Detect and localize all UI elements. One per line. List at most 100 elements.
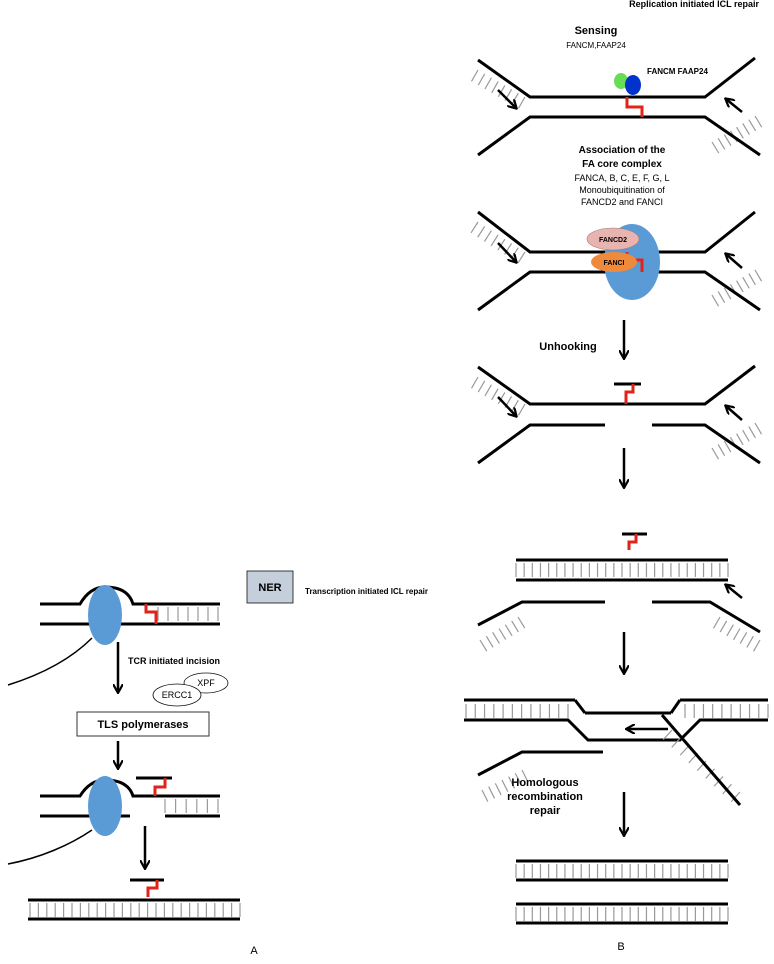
base-pair-rung (705, 768, 715, 779)
association-line3: FANCA, B, C, E, F, G, L (574, 173, 669, 183)
base-pair-rung (504, 624, 513, 637)
fork-sensing: Sensing FANCM,FAAP24 FANCM FAAP24 (471, 25, 763, 157)
fancd2-label: FANCD2 (599, 237, 627, 244)
ner-box-rect (246, 570, 294, 604)
tcr-label: TCR initiated incision (128, 656, 220, 666)
base-pair-rung (711, 447, 720, 460)
base-pair-rung (494, 783, 502, 796)
base-pair-rung (723, 134, 732, 147)
base-pair-rung (742, 276, 750, 289)
association-line4: Monoubiquitination of (579, 185, 665, 195)
base-pair-rung (754, 115, 763, 128)
base-pair-rung (490, 234, 499, 247)
base-pair-rung (491, 388, 499, 401)
base-pair-rung (477, 73, 486, 86)
transcription-bubble (7, 585, 220, 686)
hr-line3: repair (530, 805, 561, 817)
base-pair-rung (488, 786, 496, 799)
ercc1-protein (152, 683, 202, 707)
base-pair-rung (662, 729, 673, 741)
repaired-duplex-1 (515, 859, 729, 882)
base-pair-rung (471, 69, 479, 82)
base-pair-rung (518, 403, 526, 416)
base-pair-rung (748, 426, 756, 439)
base-pair-rung (498, 628, 507, 640)
base-pair-rung (726, 624, 734, 637)
faap24-protein (614, 73, 628, 89)
base-pair-rung (739, 632, 748, 644)
base-pair-rung (736, 126, 744, 139)
panel-b-title: Replication initiated ICL repair (629, 0, 759, 9)
base-pair-rung (736, 433, 744, 446)
fanci-protein (591, 252, 637, 272)
incised-bubble (7, 776, 220, 865)
base-pair-rung (746, 635, 754, 648)
base-pair-rung (485, 635, 494, 648)
base-pair-rung (723, 440, 732, 453)
base-pair-rung (511, 620, 519, 633)
base-pair-rung (484, 77, 492, 90)
fork-resection (477, 532, 761, 652)
base-pair-rung (477, 225, 486, 238)
base-pair-rung (483, 230, 492, 242)
fork-fa-core: FANCD2 FANCI (470, 210, 763, 312)
base-pair-rung (711, 141, 720, 154)
hr-line2: recombination (507, 791, 583, 803)
ner-box: NER (246, 570, 294, 604)
sensing-proteins: FANCM,FAAP24 (566, 41, 626, 50)
hr-line1: Homologous (511, 777, 578, 789)
ercc1-label: ERCC1 (162, 690, 193, 700)
base-pair-rung (711, 294, 720, 307)
base-pair-rung (491, 81, 499, 94)
base-pair-rung (470, 221, 479, 234)
repaired-duplex-2 (515, 902, 729, 925)
base-pair-rung (511, 399, 519, 412)
fancd2-protein (586, 227, 640, 251)
base-pair-rung (501, 779, 509, 792)
base-pair-rung (730, 791, 741, 803)
association-line1: Association of the (579, 145, 666, 156)
association-line5: FANCD2 and FANCI (581, 197, 663, 207)
base-pair-rung (521, 769, 529, 782)
base-pair-rung (717, 291, 726, 303)
base-pair-rung (477, 380, 486, 393)
base-pair-rung (671, 737, 681, 748)
final-duplex-a (28, 878, 241, 921)
base-pair-rung (748, 119, 757, 132)
base-pair-rung (723, 287, 732, 300)
panel-a-title: Transcription initiated ICL repair (305, 587, 428, 596)
base-pair-rung (508, 776, 516, 789)
base-pair-rung (484, 384, 492, 397)
tls-label: TLS polymerases (97, 719, 188, 731)
rna-polymerase (88, 585, 122, 645)
nascent-rna (7, 637, 93, 686)
fancm-label: FANCM FAAP24 (647, 67, 708, 76)
ner-label: NER (258, 582, 281, 594)
base-pair-rung (497, 238, 506, 251)
base-pair-rung (497, 85, 506, 97)
base-pair-rung (732, 628, 741, 641)
base-pair-rung (736, 280, 744, 293)
panel-a-letter: A (250, 945, 258, 957)
base-pair-rung (497, 392, 506, 404)
base-pair-rung (517, 616, 526, 629)
panel-b-letter: B (617, 941, 624, 953)
base-pair-rung (742, 123, 750, 135)
fancm-protein (625, 75, 641, 95)
base-pair-rung (511, 92, 519, 105)
base-pair-rung (517, 251, 526, 264)
base-pair-rung (514, 773, 522, 786)
base-pair-rung (481, 789, 489, 802)
base-pair-rung (492, 632, 500, 644)
sensing-label: Sensing (575, 25, 618, 37)
base-pair-rung (754, 422, 763, 435)
fanci-label: FANCI (604, 260, 625, 267)
base-pair-rung (712, 616, 721, 629)
tls-box-rect (76, 711, 210, 737)
tls-box: TLS polymerases (76, 711, 210, 737)
nascent-rna-2 (7, 829, 93, 865)
base-pair-rung (471, 376, 479, 389)
base-pair-rung (754, 269, 763, 282)
fork-unhooking: Unhooking (471, 341, 763, 465)
